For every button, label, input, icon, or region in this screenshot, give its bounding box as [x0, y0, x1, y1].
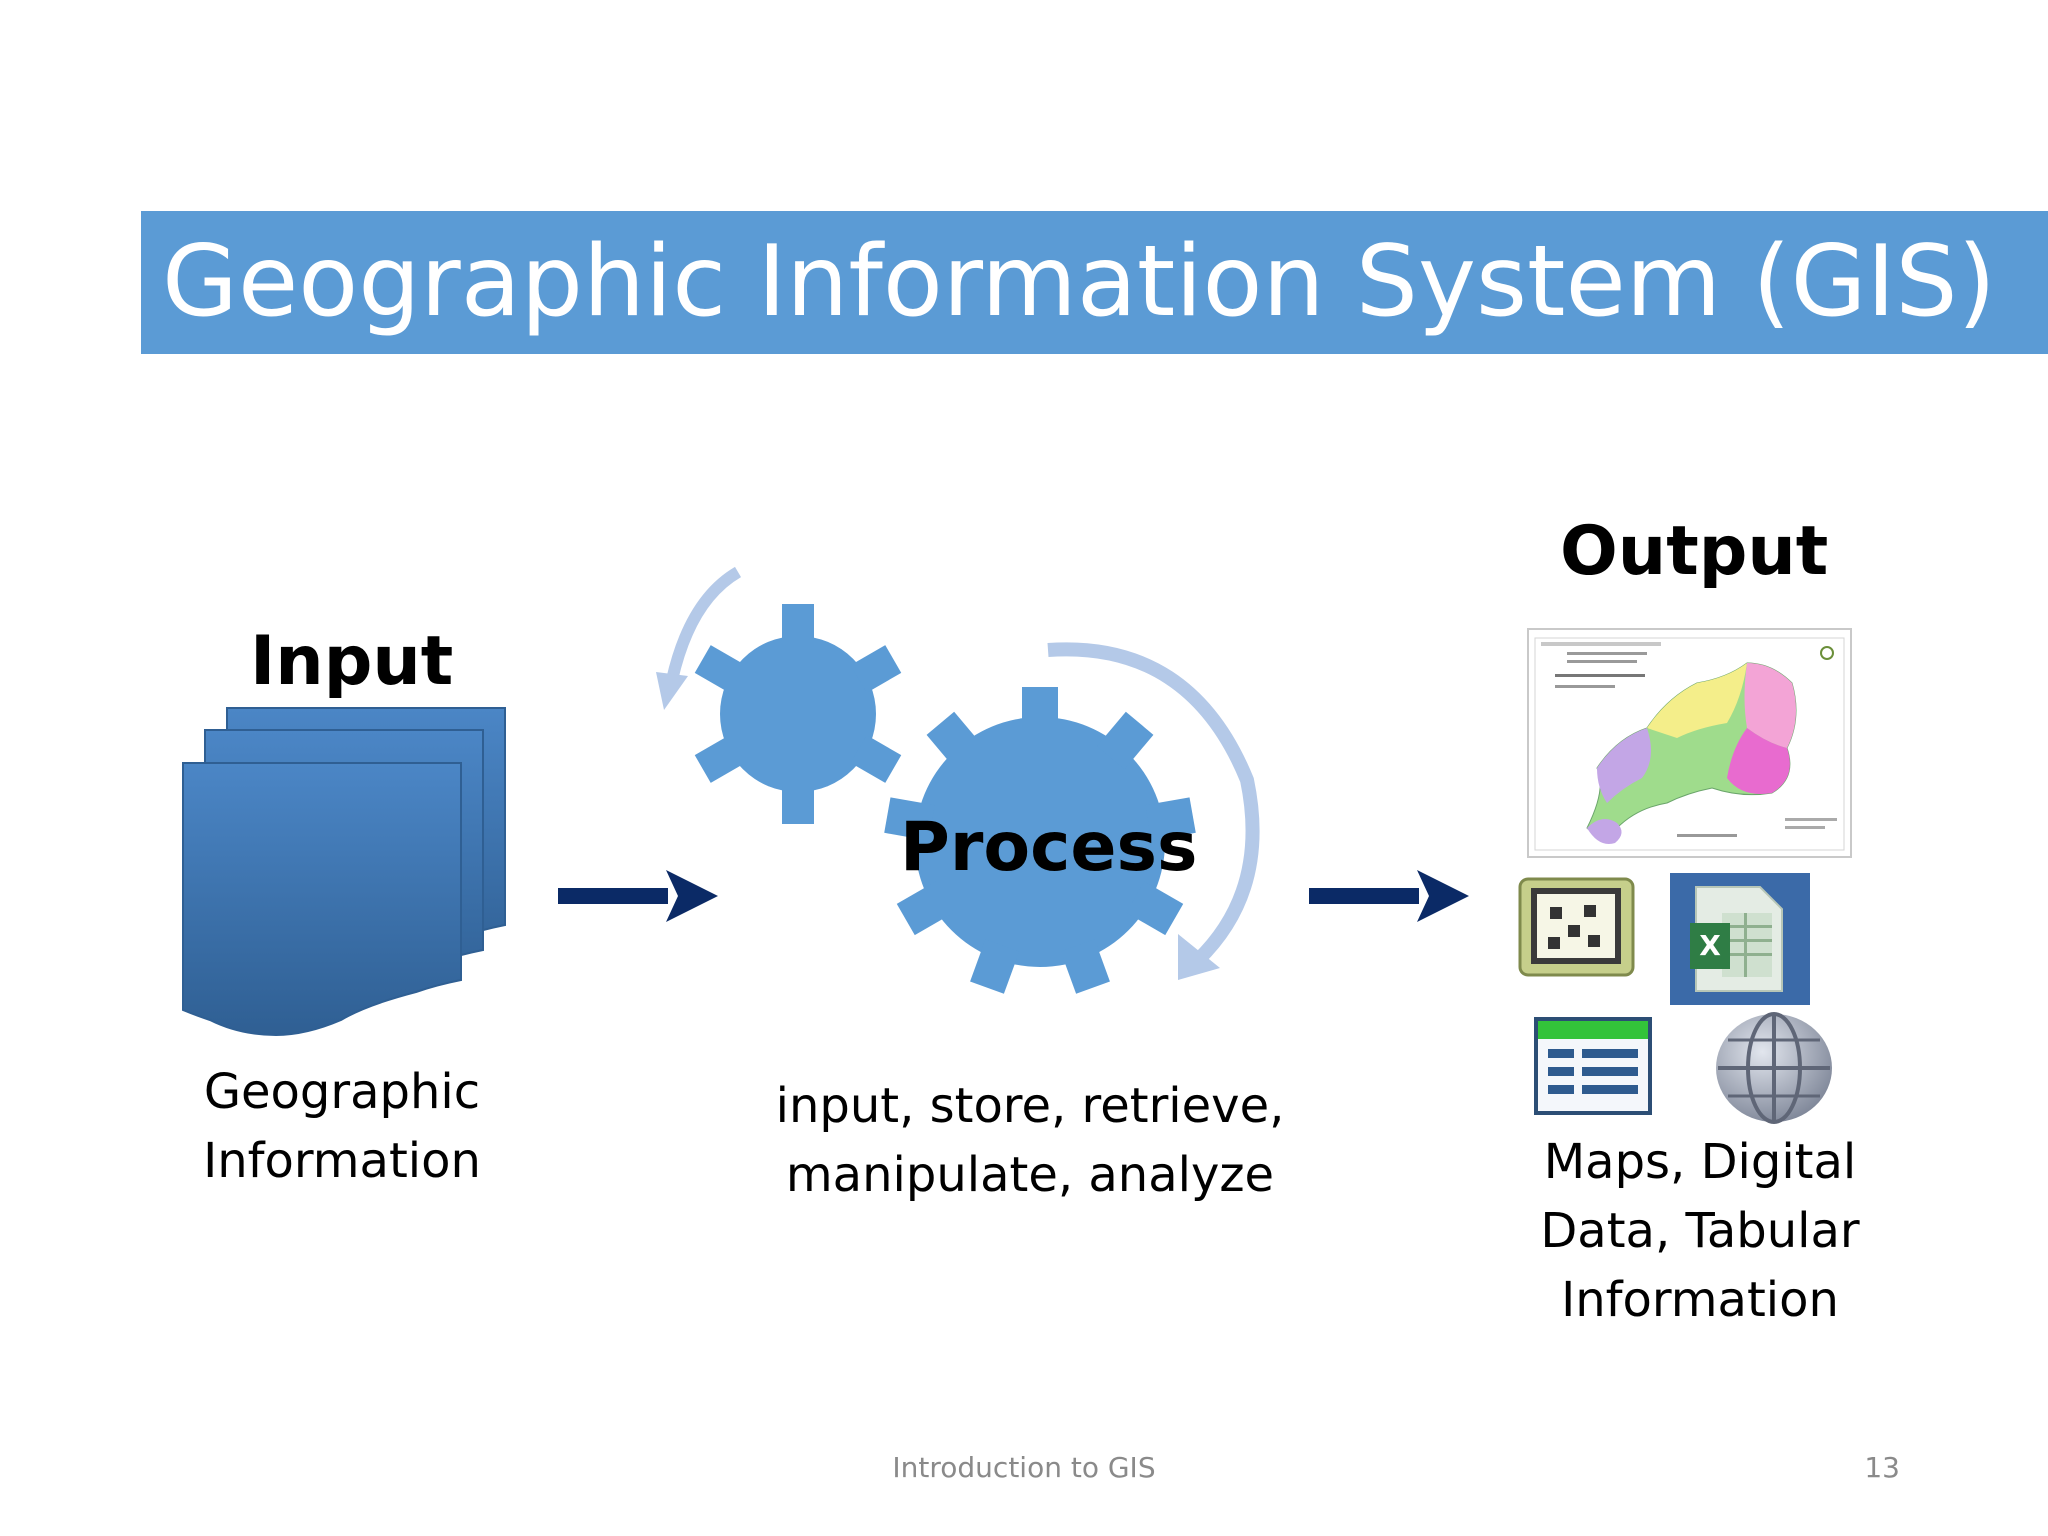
- process-caption: input, store, retrieve, manipulate, anal…: [740, 1072, 1320, 1210]
- input-caption-line: Information: [203, 1133, 481, 1189]
- gears-icon: [656, 566, 1260, 994]
- input-heading: Input: [250, 622, 454, 701]
- arrow-process-to-output-icon: [1309, 870, 1469, 922]
- input-caption: Geographic Information: [170, 1058, 514, 1196]
- output-caption-line: Maps, Digital: [1543, 1134, 1857, 1190]
- raster-icon: [1518, 877, 1635, 977]
- output-heading: Output: [1560, 512, 1829, 591]
- slide-title: Geographic Information System (GIS): [162, 225, 1996, 339]
- output-caption: Maps, Digital Data, Tabular Information: [1520, 1128, 1880, 1335]
- arrow-input-to-process-icon: [558, 870, 718, 922]
- slide-footer: Introduction to GIS: [892, 1451, 1156, 1484]
- title-bar: [141, 211, 2048, 354]
- output-caption-line: Information: [1561, 1272, 1839, 1328]
- excel-icon: X: [1670, 873, 1810, 1005]
- output-caption-line: Data, Tabular: [1540, 1203, 1860, 1259]
- process-caption-line: manipulate, analyze: [785, 1147, 1275, 1203]
- map-thumbnail: [1527, 628, 1852, 858]
- table-icon: [1534, 1017, 1652, 1115]
- multiple-documents-icon: [182, 707, 506, 1037]
- svg-text:X: X: [1699, 929, 1721, 962]
- process-caption-line: input, store, retrieve,: [775, 1078, 1285, 1134]
- globe-icon: [1716, 1012, 1832, 1124]
- input-caption-line: Geographic: [203, 1064, 481, 1120]
- page-number: 13: [1864, 1451, 1900, 1484]
- process-heading: Process: [900, 808, 1198, 887]
